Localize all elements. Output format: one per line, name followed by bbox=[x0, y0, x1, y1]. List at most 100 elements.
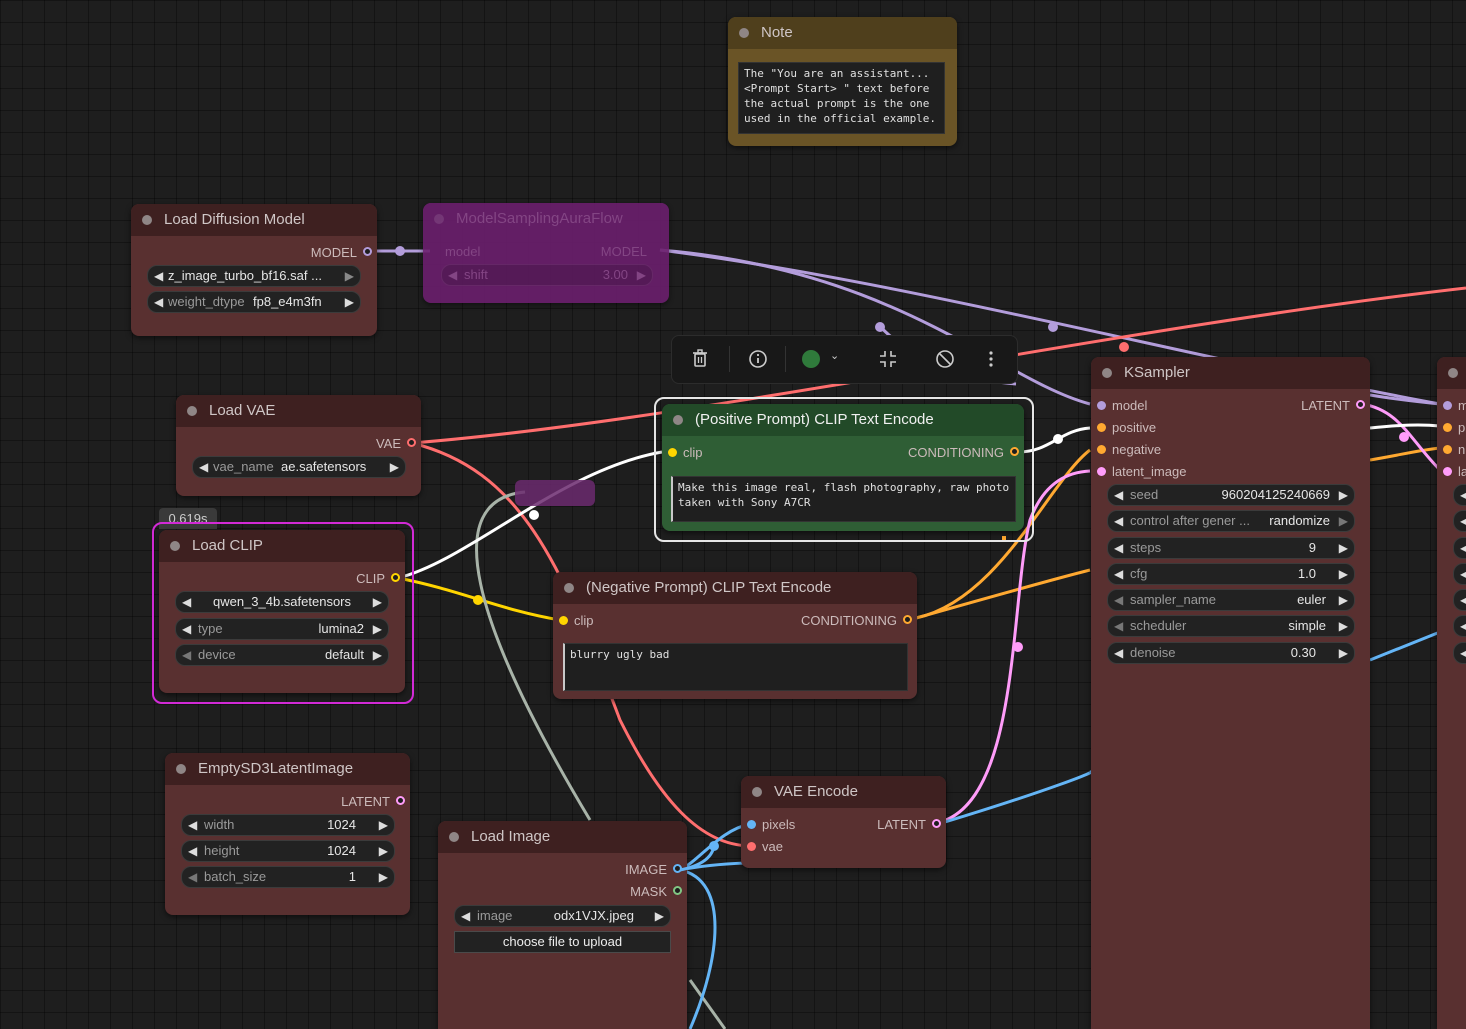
node-title[interactable]: (Positive Prompt) CLIP Text Encode bbox=[662, 404, 1024, 436]
cfg-number[interactable]: ◀ cfg 1.0 ▶ bbox=[1107, 563, 1355, 585]
node-title[interactable]: Load CLIP bbox=[159, 530, 405, 562]
arrow-right-icon[interactable]: ▶ bbox=[654, 909, 664, 923]
node-title[interactable]: ModelSamplingAuraFlow bbox=[423, 203, 669, 235]
arrow-right-icon[interactable]: ▶ bbox=[344, 269, 354, 283]
node-title[interactable]: VAE Encode bbox=[741, 776, 946, 808]
seed-number[interactable]: ◀ seed 960204125240669 ▶ bbox=[1107, 484, 1355, 506]
collapse-dot-icon[interactable] bbox=[142, 215, 152, 225]
input-latent-image[interactable]: latent_image bbox=[1112, 464, 1187, 479]
steps-number[interactable]: ◀ steps 9 ▶ bbox=[1107, 537, 1355, 559]
bypass-icon[interactable] bbox=[935, 349, 955, 369]
collapse-dot-icon[interactable] bbox=[739, 28, 749, 38]
reroute-node[interactable] bbox=[515, 480, 595, 506]
arrow-left-icon[interactable]: ◀ bbox=[1114, 514, 1124, 528]
arrow-left-icon[interactable]: ◀ bbox=[188, 870, 198, 884]
vae-name-combo[interactable]: ◀ vae_name ae.safetensors ▶ bbox=[192, 456, 406, 478]
height-number[interactable]: ◀ height 1024 ▶ bbox=[181, 840, 395, 862]
partial-widget[interactable]: ◀ bbox=[1453, 615, 1466, 637]
note-node[interactable]: Note The "You are an assistant... <Promp… bbox=[728, 17, 957, 146]
output-mask[interactable]: MASK bbox=[630, 884, 667, 899]
arrow-right-icon[interactable]: ▶ bbox=[1338, 593, 1348, 607]
input-model[interactable]: m bbox=[1458, 398, 1466, 413]
input-model-dot[interactable] bbox=[1443, 401, 1452, 410]
arrow-left-icon[interactable]: ◀ bbox=[1460, 643, 1466, 663]
input-clip[interactable]: clip bbox=[574, 613, 594, 628]
arrow-right-icon[interactable]: ▶ bbox=[372, 622, 382, 636]
output-conditioning[interactable]: CONDITIONING bbox=[907, 445, 1004, 460]
node-title[interactable]: (Negative Prompt) CLIP Text Encode bbox=[553, 572, 917, 604]
input-positive[interactable]: positive bbox=[1112, 420, 1157, 435]
arrow-right-icon[interactable]: ▶ bbox=[344, 295, 354, 309]
arrow-left-icon[interactable]: ◀ bbox=[182, 622, 192, 636]
node-title[interactable] bbox=[1437, 357, 1466, 389]
input-vae-dot[interactable] bbox=[747, 842, 756, 851]
arrow-right-icon[interactable]: ▶ bbox=[378, 844, 388, 858]
arrow-left-icon[interactable]: ◀ bbox=[154, 269, 164, 283]
output-clip-dot[interactable] bbox=[391, 573, 400, 582]
arrow-left-icon[interactable]: ◀ bbox=[1460, 616, 1466, 636]
arrow-left-icon[interactable]: ◀ bbox=[199, 460, 209, 474]
arrow-left-icon[interactable]: ◀ bbox=[1460, 538, 1466, 558]
more-options-icon[interactable] bbox=[987, 349, 995, 369]
output-conditioning[interactable]: CONDITIONING bbox=[800, 613, 897, 628]
output-model[interactable]: MODEL bbox=[600, 244, 647, 259]
arrow-right-icon[interactable]: ▶ bbox=[378, 818, 388, 832]
node-title[interactable]: Load Diffusion Model bbox=[131, 204, 377, 236]
arrow-left-icon[interactable]: ◀ bbox=[1460, 485, 1466, 505]
color-picker-button[interactable]: ⌄ bbox=[802, 349, 846, 369]
arrow-left-icon[interactable]: ◀ bbox=[448, 268, 458, 282]
shift-number[interactable]: ◀ shift 3.00 ▶ bbox=[441, 264, 653, 286]
output-latent-dot[interactable] bbox=[932, 819, 941, 828]
scheduler-combo[interactable]: ◀ scheduler simple ▶ bbox=[1107, 615, 1355, 637]
arrow-right-icon[interactable]: ▶ bbox=[372, 648, 382, 662]
output-clip[interactable]: CLIP bbox=[356, 571, 385, 586]
arrow-left-icon[interactable]: ◀ bbox=[1114, 619, 1124, 633]
input-vae[interactable]: vae bbox=[762, 839, 783, 854]
load-diffusion-model-node[interactable]: Load Diffusion Model MODEL ◀ z_image_tur… bbox=[131, 204, 377, 336]
input-positive[interactable]: p bbox=[1458, 420, 1466, 435]
width-number[interactable]: ◀ width 1024 ▶ bbox=[181, 814, 395, 836]
input-model-dot[interactable] bbox=[1097, 401, 1106, 410]
input-positive-dot[interactable] bbox=[1097, 423, 1106, 432]
collapse-dot-icon[interactable] bbox=[434, 214, 444, 224]
arrow-right-icon[interactable]: ▶ bbox=[378, 870, 388, 884]
sampler-name-combo[interactable]: ◀ sampler_name euler ▶ bbox=[1107, 589, 1355, 611]
input-negative[interactable]: n bbox=[1458, 442, 1466, 457]
arrow-left-icon[interactable]: ◀ bbox=[1114, 567, 1124, 581]
arrow-right-icon[interactable]: ▶ bbox=[1338, 541, 1348, 555]
input-clip-dot[interactable] bbox=[559, 616, 568, 625]
collapse-dot-icon[interactable] bbox=[673, 415, 683, 425]
output-vae[interactable]: VAE bbox=[375, 436, 401, 451]
collapse-dot-icon[interactable] bbox=[752, 787, 762, 797]
output-conditioning-dot[interactable] bbox=[1010, 447, 1019, 456]
device-combo[interactable]: ◀ device default ▶ bbox=[175, 644, 389, 666]
input-pixels[interactable]: pixels bbox=[762, 817, 796, 832]
collapse-dot-icon[interactable] bbox=[449, 832, 459, 842]
node-title[interactable]: EmptySD3LatentImage bbox=[165, 753, 410, 785]
type-combo[interactable]: ◀ type lumina2 ▶ bbox=[175, 618, 389, 640]
arrow-left-icon[interactable]: ◀ bbox=[182, 595, 192, 609]
node-title[interactable]: Load VAE bbox=[176, 395, 421, 427]
output-latent[interactable]: LATENT bbox=[877, 817, 926, 832]
note-textarea[interactable]: The "You are an assistant... <Prompt Sta… bbox=[738, 62, 945, 134]
arrow-right-icon[interactable]: ▶ bbox=[636, 268, 646, 282]
output-image-dot[interactable] bbox=[673, 864, 682, 873]
empty-sd3-latent-image-node[interactable]: EmptySD3LatentImage LATENT ◀ width 1024 … bbox=[165, 753, 410, 915]
info-icon[interactable] bbox=[748, 349, 768, 369]
weight-dtype-combo[interactable]: ◀ weight_dtype fp8_e4m3fn ▶ bbox=[147, 291, 361, 313]
input-latent-dot[interactable] bbox=[1443, 467, 1452, 476]
input-pixels-dot[interactable] bbox=[747, 820, 756, 829]
negative-prompt-node[interactable]: (Negative Prompt) CLIP Text Encode clip … bbox=[553, 572, 917, 699]
output-latent[interactable]: LATENT bbox=[341, 794, 390, 809]
output-model-dot[interactable] bbox=[363, 247, 372, 256]
image-combo[interactable]: ◀ image odx1VJX.jpeg ▶ bbox=[454, 905, 671, 927]
prompt-textarea[interactable]: Make this image real, flash photography,… bbox=[671, 476, 1016, 522]
partial-widget[interactable]: ◀ bbox=[1453, 537, 1466, 559]
collapse-dot-icon[interactable] bbox=[176, 764, 186, 774]
input-model[interactable]: model bbox=[445, 244, 481, 259]
arrow-left-icon[interactable]: ◀ bbox=[1114, 541, 1124, 555]
control-after-generate-combo[interactable]: ◀ control after gener ... randomize ▶ bbox=[1107, 510, 1355, 532]
load-image-node[interactable]: Load Image IMAGE MASK ◀ image odx1VJX.jp… bbox=[438, 821, 687, 1029]
arrow-left-icon[interactable]: ◀ bbox=[1460, 511, 1466, 531]
input-latent-dot[interactable] bbox=[1097, 467, 1106, 476]
